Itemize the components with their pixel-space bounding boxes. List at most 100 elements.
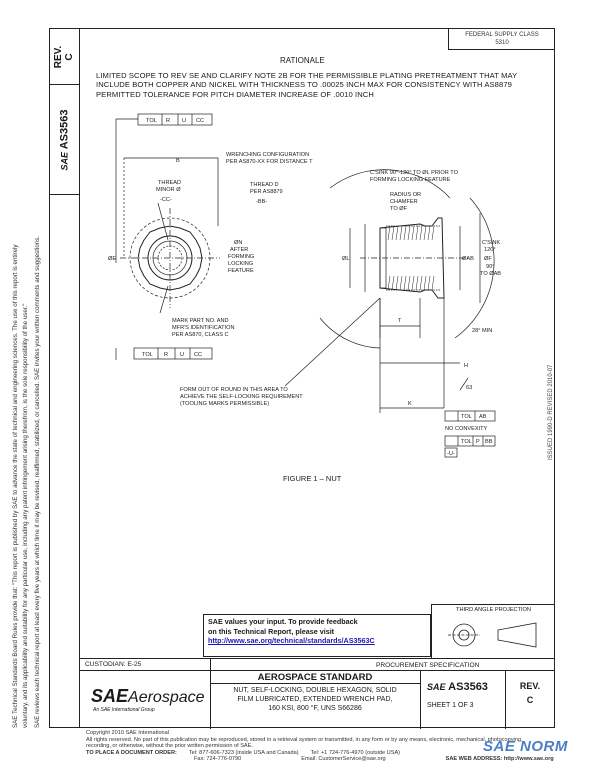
tol-top-1: R: [166, 118, 170, 124]
supply-class-label: FEDERAL SUPPLY CLASS: [465, 32, 539, 38]
thread-minor-3: -CC-: [160, 197, 172, 203]
doc-number-block: SAE AS3563: [427, 681, 488, 693]
dia-n-4: LOCKING: [228, 261, 253, 267]
side-note-1: SAE Technical Standards Board Rules prov…: [12, 244, 19, 729]
datum-u: -U-: [447, 451, 455, 457]
doc-number: AS3563: [58, 109, 71, 149]
feedback-line-2: on this Technical Report, please visit: [208, 626, 335, 636]
tel-outside: Tel: +1 724-776-4970 (outside USA): [310, 749, 401, 756]
tol-p-2: BB: [485, 439, 493, 445]
feedback-line-1: SAE values your input. To provide feedba…: [208, 617, 358, 626]
feedback-link[interactable]: http://www.sae.org/technical/standards/A…: [208, 636, 375, 645]
thread-minor-1: THREAD: [158, 180, 181, 186]
csink-right-3: 90°: [486, 264, 494, 270]
tol-frame-bottom: [133, 347, 213, 360]
logo-sae: SAE: [91, 686, 129, 706]
tol-bottom-0: TOL: [142, 352, 153, 358]
custodian: CUSTODIAN: E-25: [85, 661, 142, 668]
label-H: H: [464, 363, 468, 369]
wrenching-2: PER AS870-XX FOR DISTANCE T: [226, 159, 313, 165]
tol-top-2: U: [182, 118, 186, 124]
csink-arc-top: [329, 169, 451, 199]
rev-value: C: [64, 52, 76, 61]
rev-label-block: REV.: [519, 681, 541, 691]
rationale-text: LIMITED SCOPE TO REV SE AND CLARIFY NOTE…: [96, 71, 518, 99]
revision-dates: ISSUED 1990-D REVISED 2010-07: [548, 364, 554, 460]
doc-sae: SAE: [427, 682, 446, 692]
thread-d-2: PER AS8879: [250, 189, 283, 195]
tol-p-0: TOL: [461, 439, 472, 445]
mark-part-3: PER AS870, CLASS C: [172, 332, 229, 338]
contact-row: Fax: 724-776-0790 Email: CustomerService…: [86, 756, 556, 763]
tel-inside: Tel: 877-606-7323 (inside USA and Canada…: [188, 749, 299, 756]
rights-line-2: recording, or otherwise, without the pri…: [86, 743, 253, 750]
tol-top-0: TOL: [146, 118, 157, 124]
label-T: T: [398, 318, 402, 324]
csink-arc-right: [454, 197, 495, 339]
radius-3: TO ØF: [390, 206, 408, 212]
csink-top-2: FORMING LOCKING FEATURE: [370, 177, 451, 183]
projection-label: THIRD ANGLE PROJECTION: [456, 607, 531, 613]
rev-block: REV. C: [53, 45, 75, 67]
radius-1: RADIUS OR: [390, 192, 421, 198]
csink-right-2: 120°: [484, 247, 496, 253]
sae-mark: SAE: [59, 151, 70, 170]
tol-ab-1: AB: [479, 414, 487, 420]
radius-2: CHAMFER: [390, 199, 418, 205]
feedback-box: SAE values your input. To provide feedba…: [203, 614, 431, 657]
mark-part-2: MFR'S IDENTIFICATION: [172, 325, 235, 331]
tol-frame-p: [444, 435, 496, 447]
label-63: 63: [466, 385, 472, 391]
tol-bottom-2: U: [180, 352, 184, 358]
dia-n-5: FEATURE: [228, 268, 254, 274]
web-address: SAE WEB ADDRESS: http://www.sae.org: [445, 756, 554, 763]
rationale-title: RATIONALE: [280, 56, 325, 65]
standard-title: AEROSPACE STANDARD: [257, 672, 373, 683]
rev-value-block: C: [526, 695, 534, 705]
form-out-1: FORM OUT OF ROUND IN THIS AREA TO: [180, 387, 288, 393]
side-note-2: voluntary, and its applicability and sui…: [22, 303, 29, 728]
no-convexity: NO CONVEXITY: [445, 426, 488, 432]
sheet-number: SHEET 1 OF 3: [427, 702, 474, 709]
drawing-frame: [79, 28, 555, 728]
tol-bottom-3: CC: [194, 352, 202, 358]
supply-class-value: 5310: [495, 40, 509, 46]
logo-subtitle: An SAE International Group: [93, 707, 155, 713]
dia-E: ØE: [108, 256, 116, 262]
dia-n-3: FORMING: [228, 254, 254, 260]
tol-bottom-1: R: [164, 352, 168, 358]
figure-caption: FIGURE 1 – NUT: [283, 474, 342, 483]
tol-frame-top: [137, 113, 213, 126]
rev-cell: REV. C: [50, 29, 79, 85]
form-out-2: ACHIEVE THE SELF-LOCKING REQUIREMENT: [180, 394, 303, 400]
csink-right-4: TO ØAB: [480, 271, 501, 277]
dia-AB: ØAB: [462, 256, 474, 262]
fax: Fax: 724-776-0790: [194, 756, 242, 763]
angle-min: 28° MIN: [472, 328, 492, 334]
email: Email: CustomerService@sae.org: [301, 756, 386, 763]
procurement-spec: PROCUREMENT SPECIFICATION: [376, 662, 480, 669]
projection-box: THIRD ANGLE PROJECTION: [431, 604, 555, 658]
order-row: TO PLACE A DOCUMENT ORDER: Tel: 877-606-…: [86, 750, 556, 757]
form-out-3: (TOOLING MARKS PERMISSIBLE): [180, 401, 269, 407]
csink-right-1: C'SINK: [482, 240, 500, 246]
label-B: B: [176, 158, 180, 164]
label-K: K: [408, 401, 412, 407]
docnum-cell: SAE AS3563: [50, 85, 79, 195]
rev-label: REV.: [53, 45, 65, 68]
tol-frame-ab: [444, 410, 496, 422]
wrenching-1: WRENCHING CONFIGURATION: [226, 152, 309, 158]
title-block: CUSTODIAN: E-25 PROCUREMENT SPECIFICATIO…: [79, 658, 555, 729]
thread-d-1: THREAD D: [250, 182, 279, 188]
desc-line-2: FILM LUBRICATED, EXTENDED WRENCH PAD,: [237, 696, 393, 703]
sae-norm-watermark: SAE NORM: [483, 738, 568, 755]
order-label: TO PLACE A DOCUMENT ORDER:: [86, 749, 177, 756]
side-note-3: SAE reviews each technical report at lea…: [34, 235, 41, 728]
desc-line-3: 160 KSI, 800 °F, UNS S66286: [268, 705, 362, 712]
tol-p-1: P: [476, 439, 480, 445]
footer: Copyright 2010 SAE International All rig…: [86, 730, 556, 763]
dia-n-2: AFTER: [230, 247, 248, 253]
dia-L: ØL: [342, 256, 349, 262]
thread-minor-2: MINOR Ø: [156, 187, 181, 193]
logo-aero: Aerospace: [128, 689, 205, 706]
